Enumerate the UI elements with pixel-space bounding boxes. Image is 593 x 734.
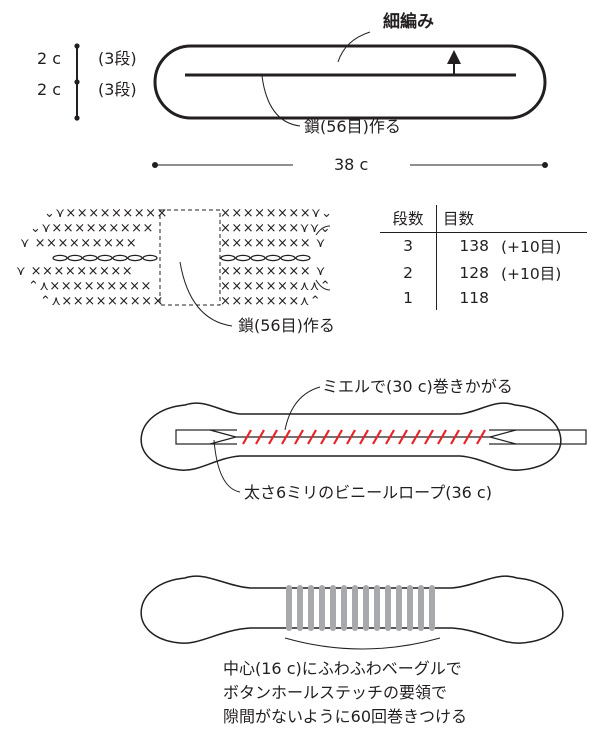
stitch-row-1-top-right: ×××××××× ⋎ <box>220 236 326 251</box>
stitch-row-2-top-right: ×××××××⋎⋎⌄ <box>220 221 332 236</box>
stitch-row-2-top-left: ⌄⋎××××××××× <box>30 221 154 236</box>
stitch-row-3-bottom-right: ×××××××⋏⌃ <box>220 294 322 309</box>
rope-label: 太さ6ミリのビニールロープ(36 c) <box>244 483 492 502</box>
note-line-1: 中心(16 c)にふわふわベーグルで <box>223 659 462 678</box>
row-bottom-rows: (3段) <box>98 80 137 99</box>
leader-chain-2 <box>179 261 233 327</box>
header-rows: 段数 <box>380 205 437 233</box>
leader-rope <box>213 439 241 493</box>
note-line-2: ボタンホールステッチの要領で <box>223 683 448 702</box>
stitch-row-1-bottom-right: ×××××××× ⋎ <box>220 264 326 279</box>
stitch-row-1-bottom-left: ⋎ ××××××××× <box>16 264 134 279</box>
stitch-label: 細編み <box>383 12 434 32</box>
strap-outline <box>153 44 547 120</box>
stitch-row-2-bottom-left: ⌃⋏××××××××× <box>28 279 152 294</box>
table-header: 段数 目数 <box>380 205 587 233</box>
stitch-row-3-bottom-left: ⌃⋏××××××××× <box>40 294 164 309</box>
center-bracket <box>284 637 441 650</box>
row-bottom-cm: 2 c <box>37 80 62 99</box>
leader-stitch <box>337 31 371 63</box>
row-top-rows: (3段) <box>98 49 137 68</box>
stitch-row-3-top-left: ⌄⋎××××××××× <box>44 206 168 221</box>
chain-label-2: 鎖(56目)作る <box>238 316 335 335</box>
leader-chain <box>261 75 301 127</box>
note-line-3: 隙間がないように60回巻きつける <box>223 707 468 726</box>
leader-yarn <box>284 386 321 431</box>
chain-stitches-right <box>220 254 311 262</box>
stitch-count-table: 段数 目数 3 138 (+10目) 2 128 (+10目) 1 118 <box>380 205 587 310</box>
gray-wraps <box>286 585 435 631</box>
table-row: 2 128 (+10目) <box>380 260 587 287</box>
omitted-section <box>159 209 221 306</box>
chain-stitches-left <box>52 254 158 262</box>
header-stitches: 目数 <box>436 205 587 233</box>
stitch-row-1-top-left: ⋎ ××××××××× <box>20 236 138 251</box>
table-row: 1 118 <box>380 287 587 310</box>
width-label: 38 c <box>334 155 369 174</box>
table-row: 3 138 (+10目) <box>380 232 587 260</box>
stitch-row-3-top-right: ××××××××⋎⌄ <box>220 206 333 221</box>
red-wraps <box>242 429 486 445</box>
yarn-label: ミエルで(30 c)巻きかがる <box>322 377 513 396</box>
arrow-head-icon <box>447 50 461 64</box>
instruction-note: 中心(16 c)にふわふわベーグルで ボタンホールステッチの要領で 隙間がないよ… <box>223 657 467 729</box>
stitch-row-2-bottom-right: ×××××××⋏⋏⌃ <box>220 279 332 294</box>
finished-handle-outline <box>140 575 564 644</box>
row-top-cm: 2 c <box>37 49 62 68</box>
chain-label-1: 鎖(56目)作る <box>304 117 401 136</box>
